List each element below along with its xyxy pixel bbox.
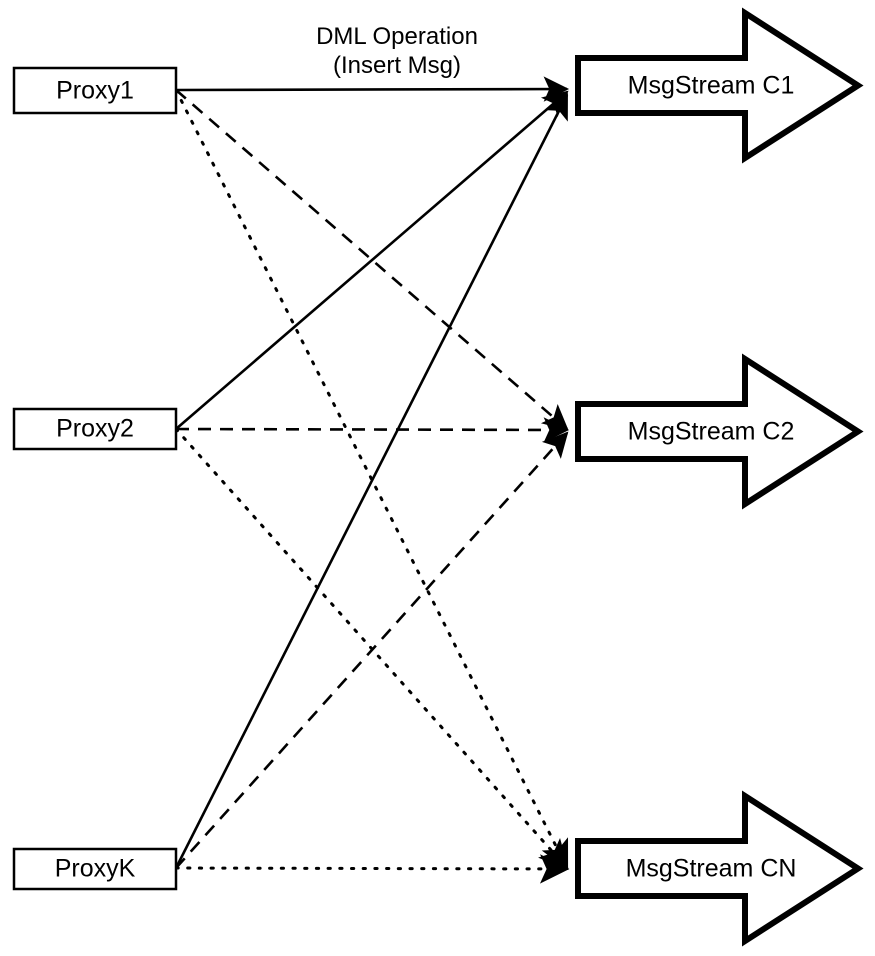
stream-label: MsgStream C1 xyxy=(628,72,795,100)
stream-nodes-layer: MsgStream C1 MsgStream C2 MsgStream CN xyxy=(575,7,864,947)
stream-node-cn[interactable]: MsgStream CN xyxy=(575,790,864,947)
edge-proxyk-to-stream-cn xyxy=(174,854,570,884)
block-arrow-icon[interactable] xyxy=(575,790,864,947)
edge-line-dotted xyxy=(174,427,569,870)
block-arrow-icon[interactable] xyxy=(575,7,864,164)
stream-node-c2[interactable]: MsgStream C2 xyxy=(575,353,864,510)
edge-proxyk-to-stream-c1 xyxy=(174,93,569,869)
proxy-label: Proxy1 xyxy=(56,77,134,105)
edge-proxyk-to-stream-c2 xyxy=(175,431,569,869)
edge-line-dashed xyxy=(175,431,569,869)
proxy-node-proxy2[interactable]: Proxy2 xyxy=(12,407,178,451)
proxy-label: ProxyK xyxy=(55,855,136,883)
proxy-label: Proxy2 xyxy=(56,415,134,443)
stream-label: MsgStream CN xyxy=(626,855,797,883)
dml-operation-label-line1: DML Operation xyxy=(316,23,478,50)
edge-line-solid xyxy=(174,93,569,869)
edge-proxy2-to-stream-cn xyxy=(174,427,569,870)
edge-proxy1-to-stream-c1 xyxy=(175,76,570,102)
proxy-box[interactable] xyxy=(12,66,178,115)
block-arrow-icon[interactable] xyxy=(575,353,864,510)
edges-layer xyxy=(174,76,570,884)
proxy-box[interactable] xyxy=(12,847,178,891)
annotations-layer: DML Operation (Insert Msg) xyxy=(316,23,478,79)
proxy-nodes-layer: Proxy1 Proxy2 ProxyK xyxy=(12,66,178,891)
edge-line-dotted xyxy=(174,854,570,884)
proxy-node-proxyk[interactable]: ProxyK xyxy=(12,847,178,891)
edge-line-solid xyxy=(175,90,569,430)
edge-line-solid xyxy=(175,76,570,102)
edge-proxy2-to-stream-c1 xyxy=(175,90,569,430)
stream-node-c1[interactable]: MsgStream C1 xyxy=(575,7,864,164)
edge-line-dashed xyxy=(175,417,570,443)
proxy-node-proxy1[interactable]: Proxy1 xyxy=(12,66,178,115)
edge-proxy2-to-stream-c2 xyxy=(175,417,570,443)
stream-label: MsgStream C2 xyxy=(628,418,795,446)
dml-operation-label-line2: (Insert Msg) xyxy=(333,52,461,79)
proxy-box[interactable] xyxy=(12,407,178,451)
